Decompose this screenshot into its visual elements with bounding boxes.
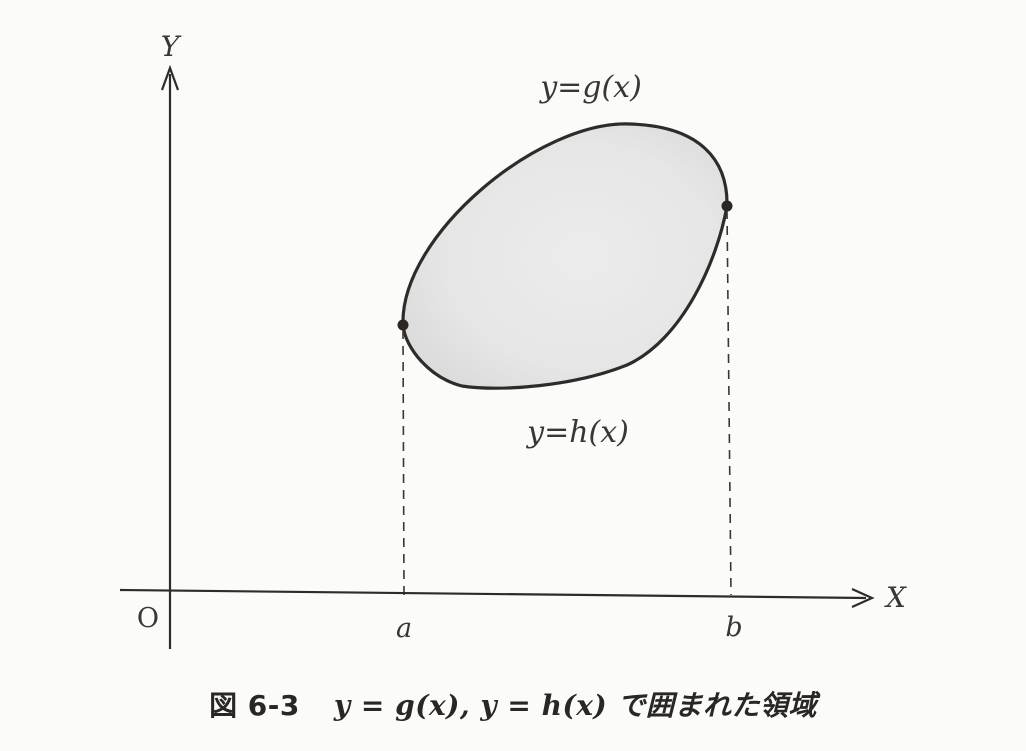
caption-text: y = g(x), y = h(x) で囲まれた領域	[333, 689, 817, 722]
figure-caption: 図 6-3 y = g(x), y = h(x) で囲まれた領域	[0, 684, 1026, 728]
y-axis-label: Y	[161, 30, 182, 63]
dashed-line-a	[402, 329, 405, 596]
upper-curve-label: y=g(x)	[538, 70, 642, 105]
region-diagram: Y X O a b y=g(x) y=h(x)	[119, 30, 907, 649]
lower-curve-label: y=h(x)	[525, 415, 629, 450]
point-b-label: b	[725, 612, 742, 643]
x-axis-label: X	[884, 581, 907, 614]
figure-number: 図 6-3	[209, 689, 300, 722]
x-axis	[119, 588, 867, 600]
enclosed-region	[401, 122, 729, 390]
point-a-label: a	[396, 613, 412, 644]
intersection-point-b	[721, 200, 733, 212]
x-axis-arrow	[851, 587, 875, 609]
origin-label: O	[137, 603, 159, 634]
y-axis-arrow	[160, 64, 180, 91]
intersection-point-a	[397, 319, 409, 331]
dashed-line-b	[726, 209, 732, 596]
